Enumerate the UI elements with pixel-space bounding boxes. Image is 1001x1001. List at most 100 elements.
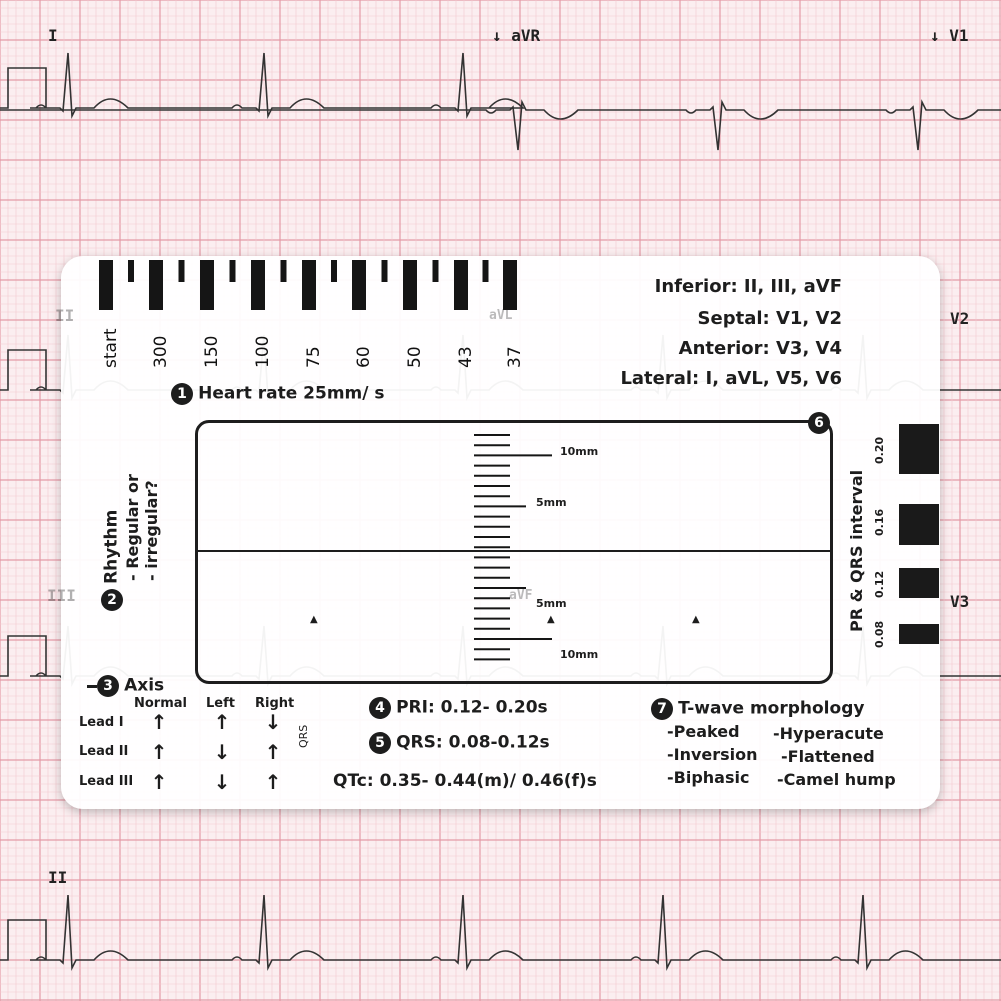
axis-qrs-label: QRS xyxy=(297,724,310,748)
twave-flattened: -Flattened xyxy=(781,747,875,766)
pr-qrs-title: PR & QRS interval xyxy=(847,469,866,632)
twave-hyperacute: -Hyperacute xyxy=(773,724,884,743)
badge-5: 5 xyxy=(369,732,391,754)
ecg-trace xyxy=(0,52,525,120)
territory-inferior: Inferior: II, III, aVF xyxy=(654,276,842,297)
ruler-label-75: 75 xyxy=(304,346,324,368)
badge-2: 2 xyxy=(101,589,123,611)
ruler-bar-minor xyxy=(128,260,134,282)
twave-title: T-wave morphology xyxy=(678,698,865,719)
pr-value-020: 0.20 xyxy=(873,436,886,464)
axis-arrow-iii-normal: ↑ xyxy=(150,770,168,794)
ruler-label-60: 60 xyxy=(354,346,374,368)
mm-label-bottom-10: 10mm xyxy=(560,648,599,661)
lead-label-avr: ↓ aVR xyxy=(492,26,541,45)
ruler-label-43: 43 xyxy=(456,346,476,368)
ruler-bar-major xyxy=(99,260,113,310)
mm-label-top-10: 10mm xyxy=(560,445,599,458)
twave-section: 7 T-wave morphology xyxy=(651,698,864,720)
ruler-bar-major xyxy=(200,260,214,310)
heart-rate-ruler xyxy=(99,260,517,310)
ruler-label-100: 100 xyxy=(253,335,273,368)
lead-label-v3: V3 xyxy=(950,592,970,611)
ruler-bar-minor xyxy=(381,260,388,282)
twave-inversion: -Inversion xyxy=(667,745,758,764)
pri-label: PRI: 0.12- 0.20s xyxy=(396,697,548,718)
heart-rate-section: 1 Heart rate 25mm/ s xyxy=(171,383,385,405)
mm-scale xyxy=(474,434,552,661)
ecg-trace xyxy=(0,894,1001,972)
badge-6: 6 xyxy=(808,412,830,434)
qrs-label: QRS: 0.08-0.12s xyxy=(396,732,550,753)
ruler-label-150: 150 xyxy=(202,335,222,368)
ruler-bar-minor xyxy=(178,260,185,282)
ruler-bar-major xyxy=(149,260,163,310)
qrs-section: 5 QRS: 0.08-0.12s xyxy=(369,732,550,754)
lead-label-avl: aVL xyxy=(489,308,513,323)
axis-row-lead-i: Lead I xyxy=(79,715,124,730)
axis-arrow-i-normal: ↑ xyxy=(150,710,168,734)
mm-label-bottom-5: 5mm xyxy=(536,597,567,610)
axis-arrow-ii-right: ↑ xyxy=(264,740,282,764)
axis-title: Axis xyxy=(124,675,165,696)
ruler-bar-minor xyxy=(229,260,236,282)
axis-section: 3 Axis xyxy=(87,675,164,697)
pr-value-016: 0.16 xyxy=(873,508,886,536)
ruler-label-37: 37 xyxy=(505,346,525,368)
mm-label-top-5: 5mm xyxy=(536,496,567,509)
axis-row-lead-ii: Lead II xyxy=(79,744,129,759)
pr-value-012: 0.12 xyxy=(873,570,886,598)
lead-label-v1: ↓ V1 xyxy=(930,26,969,45)
lead-label-v1-text: V1 xyxy=(949,26,969,45)
territory-lateral: Lateral: I, aVL, V5, V6 xyxy=(620,368,842,389)
axis-arrow-iii-left: ↓ xyxy=(213,770,231,794)
badge-3: 3 xyxy=(97,675,119,697)
rhythm-section: 2 Rhythm - Regular or - irregular? xyxy=(101,474,161,611)
axis-arrow-ii-normal: ↑ xyxy=(150,740,168,764)
lead-label-ii-top: II xyxy=(55,306,75,325)
pr-bar-008 xyxy=(899,624,939,644)
ruler-bar-minor xyxy=(331,260,337,282)
ruler-bar-major xyxy=(302,260,316,310)
territory-anterior: Anterior: V3, V4 xyxy=(678,338,842,359)
heart-rate-label: Heart rate 25mm/ s xyxy=(198,383,385,404)
territory-septal: Septal: V1, V2 xyxy=(697,308,842,329)
ruler-bar-minor xyxy=(482,260,489,282)
badge-7: 7 xyxy=(651,698,673,720)
marker-triangle-3: ▲ xyxy=(692,614,700,625)
twave-peaked: -Peaked xyxy=(667,722,740,741)
ruler-bar-major xyxy=(403,260,417,310)
lead-label-i: I xyxy=(48,26,58,45)
ruler-label-300: 300 xyxy=(151,335,171,368)
axis-row-lead-iii: Lead III xyxy=(79,774,134,789)
ruler-label-50: 50 xyxy=(405,346,425,368)
axis-arrow-i-right: ↓ xyxy=(264,710,282,734)
marker-triangle-1: ▲ xyxy=(310,614,318,625)
ecg-trace xyxy=(0,99,1001,151)
baseline xyxy=(198,550,830,552)
qtc-label: QTc: 0.35- 0.44(m)/ 0.46(f)s xyxy=(333,771,597,791)
ruler-label-start: start xyxy=(101,328,121,368)
ruler-bar-major xyxy=(454,260,468,310)
rhythm-title: Rhythm xyxy=(101,509,122,584)
rhythm-line2: - irregular? xyxy=(142,480,161,581)
lead-label-avf: aVF xyxy=(509,588,533,603)
marker-triangle-2: ▲ xyxy=(547,614,555,625)
twave-biphasic: -Biphasic xyxy=(667,768,750,787)
ruler-bar-minor xyxy=(432,260,439,282)
pr-bar-012 xyxy=(899,568,939,598)
lead-label-ii-bottom: II xyxy=(48,868,68,887)
axis-arrow-ii-left: ↓ xyxy=(213,740,231,764)
axis-arrow-i-left: ↑ xyxy=(213,710,231,734)
twave-camel-hump: -Camel hump xyxy=(777,770,896,789)
ruler-bar-major xyxy=(251,260,265,310)
ruler-bar-minor xyxy=(280,260,287,282)
ruler-bar-major xyxy=(503,260,517,310)
ruler-bar-major xyxy=(352,260,366,310)
pri-section: 4 PRI: 0.12- 0.20s xyxy=(369,697,548,719)
axis-col-normal: Normal xyxy=(134,696,187,711)
badge-4: 4 xyxy=(369,697,391,719)
badge-1: 1 xyxy=(171,383,193,405)
measurement-box: 10mm 5mm 5mm 10mm ▲ ▲ ▲ xyxy=(195,420,833,684)
